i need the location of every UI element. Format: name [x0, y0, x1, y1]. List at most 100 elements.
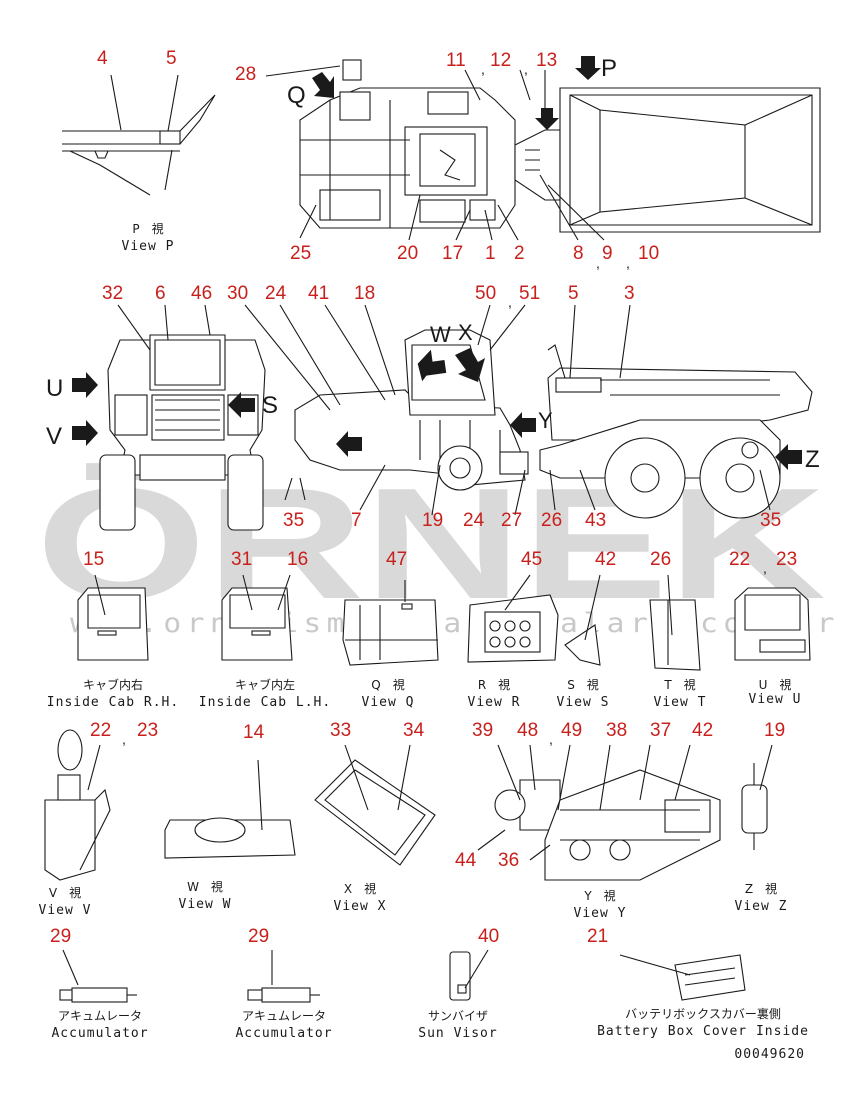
- battery-box-cover: [619, 954, 746, 1001]
- caption-view-y-jp: Y 視: [583, 888, 615, 903]
- callout-30: 30: [227, 283, 248, 304]
- view-z-arrow: [775, 444, 802, 470]
- svg-text:,: ,: [763, 560, 767, 576]
- view-z-panel: [741, 744, 773, 850]
- caption-accumulator-1-jp: アキュムレータ: [58, 1009, 142, 1023]
- letter-w: W: [430, 322, 451, 347]
- caption-sun-visor-jp: サンバイザ: [428, 1009, 488, 1023]
- inside-cab-lh-view: [221, 574, 293, 661]
- caption-battery: Battery Box Cover Inside: [597, 1024, 809, 1039]
- callout-45: 45: [521, 549, 542, 570]
- callout-32: 32: [102, 283, 123, 304]
- accumulator-1: [59, 949, 137, 1003]
- callout-17: 17: [442, 243, 463, 264]
- callout-42a: 42: [595, 549, 616, 570]
- callout-26b: 26: [650, 549, 671, 570]
- caption-view-w-jp: W 視: [187, 879, 223, 894]
- caption-battery-jp: バッテリボックスカバー裏側: [625, 1006, 781, 1021]
- view-x-panel: [314, 744, 436, 866]
- view-p-arrow: [575, 56, 601, 80]
- caption-accumulator-1: Accumulator: [51, 1026, 148, 1041]
- callout-34: 34: [403, 720, 425, 741]
- label-plate: [159, 130, 181, 145]
- callout-11: 11: [446, 50, 466, 71]
- caption-cab-lh: Inside Cab L.H.: [199, 695, 331, 710]
- callout-29a: 29: [50, 926, 71, 947]
- caption-view-x-jp: X 視: [344, 881, 376, 896]
- letter-z: Z: [805, 446, 820, 473]
- caption-view-y: View Y: [574, 906, 627, 921]
- caption-sun-visor: Sun Visor: [418, 1026, 497, 1041]
- callout-6: 6: [155, 283, 166, 304]
- svg-text:,: ,: [596, 255, 600, 271]
- letter-x: X: [458, 320, 473, 345]
- view-u-arrow: [72, 372, 98, 398]
- caption-view-r: View R: [468, 695, 521, 710]
- captions: P 視 View P キャブ内右 Inside Cab R.H. キャブ内左 I…: [39, 221, 809, 1062]
- callout-24a: 24: [265, 283, 287, 304]
- view-letters: P Q U V S W X Y Z: [46, 55, 820, 473]
- callout-1: 1: [485, 243, 496, 264]
- truck-top-view: [265, 56, 821, 241]
- callout-22b: 22: [90, 720, 111, 741]
- callout-48: 48: [517, 720, 538, 741]
- callout-19b: 19: [764, 720, 785, 741]
- callout-40: 40: [478, 926, 499, 947]
- view-w-arrow: [417, 349, 447, 382]
- accumulator-2: [247, 950, 320, 1003]
- caption-view-s: View S: [557, 695, 610, 710]
- svg-text:,: ,: [481, 61, 485, 77]
- caption-view-v: View V: [39, 903, 92, 918]
- caption-view-p: View P: [122, 239, 175, 254]
- side-arrow: [336, 431, 362, 457]
- caption-accumulator-2-jp: アキュムレータ: [242, 1009, 326, 1023]
- callout-28: 28: [235, 64, 256, 85]
- callout-27: 27: [501, 510, 522, 531]
- svg-text:,: ,: [122, 731, 126, 747]
- callout-13: 13: [536, 50, 557, 71]
- caption-view-z-jp: Z 視: [745, 881, 777, 896]
- caption-view-q-jp: Q 視: [371, 677, 404, 692]
- callout-35b: 35: [760, 510, 781, 531]
- watermark-site: www.ornekismakinaparcalari.com.tr: [70, 608, 840, 639]
- letter-q: Q: [287, 82, 306, 109]
- svg-text:,: ,: [549, 731, 553, 747]
- view-t-panel: [649, 574, 701, 671]
- svg-text:,: ,: [524, 61, 528, 77]
- callout-46: 46: [191, 283, 212, 304]
- callout-9: 9: [602, 243, 613, 264]
- view-s-arrow: [228, 392, 255, 418]
- caption-view-x: View X: [334, 899, 387, 914]
- callout-15: 15: [83, 549, 104, 570]
- view-s-panel: [564, 574, 601, 666]
- letter-p: P: [601, 55, 617, 82]
- callout-43: 43: [585, 510, 606, 531]
- callout-35a: 35: [283, 510, 304, 531]
- caption-view-u: View U: [749, 692, 802, 707]
- callout-14: 14: [243, 722, 265, 743]
- callout-33: 33: [330, 720, 351, 741]
- callout-41: 41: [308, 283, 329, 304]
- caption-view-v-jp: V 視: [49, 885, 81, 900]
- view-r-panel: [467, 574, 559, 663]
- truck-front-view: [72, 304, 306, 531]
- callout-23b: 23: [137, 720, 158, 741]
- callout-21: 21: [587, 926, 608, 947]
- callout-47: 47: [386, 549, 407, 570]
- callout-23a: 23: [776, 549, 797, 570]
- callout-31: 31: [231, 549, 252, 570]
- view-q-panel: [342, 580, 439, 666]
- caption-accumulator-2: Accumulator: [235, 1026, 332, 1041]
- view-w-panel: [164, 759, 296, 859]
- caption-view-q: View Q: [362, 695, 415, 710]
- callout-numbers: 4 5 28 11 , 12 , 13 25 20 17 1 2 8 , 9 ,…: [50, 48, 797, 947]
- letter-u: U: [46, 375, 63, 402]
- caption-view-t-jp: T 視: [663, 677, 695, 692]
- callout-4: 4: [97, 48, 108, 69]
- callout-5: 5: [166, 48, 177, 69]
- callout-26a: 26: [541, 510, 562, 531]
- caption-cab-lh-jp: キャブ内左: [235, 677, 295, 692]
- callout-44: 44: [455, 850, 477, 871]
- callout-3: 3: [624, 283, 635, 304]
